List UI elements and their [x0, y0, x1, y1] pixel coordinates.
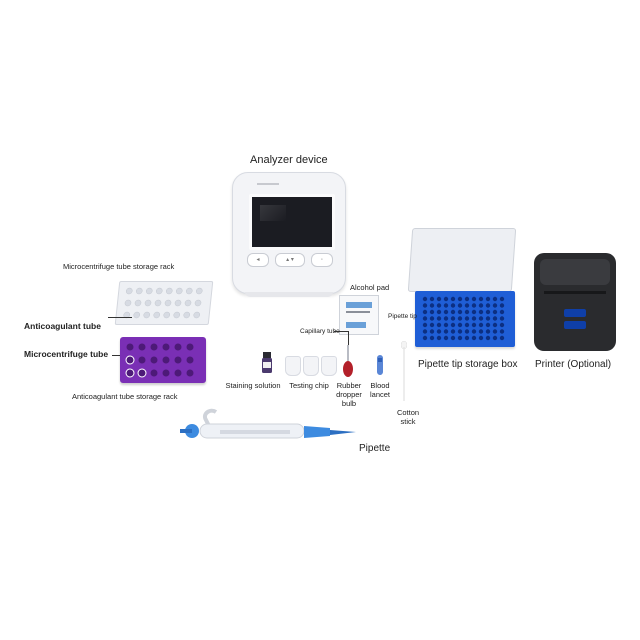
- label-testing-chip: Testing chip: [289, 381, 329, 390]
- purple-rack-holes-icon: [125, 343, 194, 378]
- label-blood-lancet: Blood lancet: [369, 381, 390, 399]
- label-anticoagulant-tube: Anticoagulant tube: [24, 321, 101, 331]
- label-micro-rack: Microcentrifuge tube storage rack: [63, 262, 175, 271]
- label-printer: Printer (Optional): [535, 359, 612, 370]
- pipette-tip-box: [415, 291, 515, 347]
- label-capillary-tube: Capillary tube: [300, 328, 340, 335]
- label-staining-solution: Staining solution: [225, 381, 281, 390]
- anticoagulant-tube-rack: [120, 337, 206, 383]
- testing-chip-3: [321, 356, 337, 376]
- leader-capillary-tube-v: [348, 331, 349, 345]
- printer-lid: [540, 259, 610, 285]
- analyzer-left-button-icon: ◂: [247, 253, 269, 267]
- analyzer-device: ◂ ▴ ▾ ◦: [232, 172, 346, 297]
- label-tip-box: Pipette tip storage box: [418, 359, 518, 370]
- label-anticoag-rack: Anticoagulant tube storage rack: [72, 392, 178, 401]
- label-rubber-bulb: Rubber dropper bulb: [336, 381, 362, 408]
- label-cotton-stick: Cotton stick: [396, 408, 420, 426]
- analyzer-base: [245, 292, 333, 297]
- label-analyzer-device: Analyzer device: [250, 154, 328, 166]
- tip-wells-icon: [422, 296, 505, 341]
- pipette-icon: [180, 408, 356, 439]
- printer-button-1-icon: [564, 309, 586, 317]
- label-microcentrifuge-tube: Microcentrifuge tube: [24, 349, 109, 359]
- testing-chip-1: [285, 356, 301, 376]
- pad-print-3: [346, 322, 366, 328]
- label-pipette-tip: Pipette tip: [388, 313, 417, 320]
- leader-capillary-tube: [334, 331, 348, 332]
- alcohol-pad: [339, 295, 379, 335]
- analyzer-screen: [249, 194, 335, 250]
- analyzer-power-button-icon: ◦: [311, 253, 333, 267]
- rack-holes-icon: [123, 287, 203, 319]
- rubber-bulb-icon: [343, 345, 353, 377]
- pad-print-2: [346, 311, 370, 313]
- label-pipette: Pipette: [359, 443, 391, 454]
- blood-lancet-icon: [377, 355, 383, 375]
- leader-anticoagulant-tube: [108, 317, 132, 318]
- staining-bottle-icon: [262, 352, 272, 373]
- pad-print-1: [346, 302, 372, 308]
- printer-paper-slot: [544, 291, 606, 294]
- microcentrifuge-rack: [114, 281, 214, 325]
- tip-box-lid: [407, 228, 517, 292]
- printer: [534, 253, 616, 351]
- label-alcohol-pad: Alcohol pad: [350, 283, 390, 292]
- testing-chip-2: [303, 356, 319, 376]
- cotton-stick-icon: [401, 341, 407, 401]
- analyzer-brand-mark: [257, 183, 279, 185]
- printer-button-2-icon: [564, 321, 586, 329]
- analyzer-updown-button-icon: ▴ ▾: [275, 253, 305, 267]
